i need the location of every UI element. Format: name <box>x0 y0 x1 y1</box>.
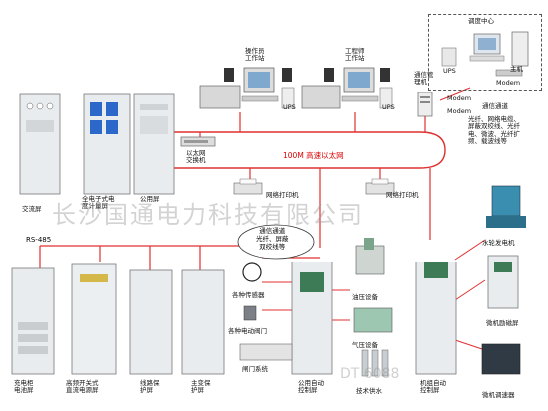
engineer-workstation-label: 工程师 工作站 <box>345 47 365 63</box>
ethernet-backbone-label: 100M 高速以太网 <box>283 151 344 160</box>
dispatch-modem-label: Modem <box>496 79 521 87</box>
engineer-ups-label: UPS <box>382 103 395 111</box>
engineer-workstation <box>301 67 393 109</box>
ethernet-switch-label: 以太网 交换机 <box>186 149 206 165</box>
rs485-label: RS-485 <box>26 236 52 244</box>
operator-workstation-label: 操作员 工作站 <box>245 47 265 63</box>
top-cabinet-3-label: 公用屏 <box>140 195 160 203</box>
bottom-cabinet-5-label: 公用自动 控制屏 <box>298 379 324 395</box>
bottom-cabinet-6-label: 机组自动 控制屏 <box>420 379 446 395</box>
dispatch-ups-label: UPS <box>443 67 456 75</box>
air-device <box>353 307 393 333</box>
channel-note-title: 通信通道 <box>482 102 508 110</box>
modem-label-1: Modem <box>447 94 472 102</box>
comm-manager <box>417 92 433 117</box>
bottom-cabinet-2-label: 高频开关式 直流电源屏 <box>66 379 99 395</box>
operator-ups-label: UPS <box>283 103 296 111</box>
governor-device <box>481 343 521 375</box>
channel-cloud <box>237 224 315 260</box>
top-cabinet-row <box>19 93 175 195</box>
governor-label: 微机调速器 <box>482 391 515 399</box>
sensor-device <box>242 262 262 282</box>
channel-note-body: 光纤、网络电缆、 屏蔽双绞线、光纤 电、微波、光纤扩 频、载波线等 <box>468 115 520 146</box>
valve-label: 各种电动阀门 <box>228 327 267 335</box>
network-printer-2-label: 网络打印机 <box>386 191 419 199</box>
dispatch-equipment <box>441 31 529 77</box>
dispatch-center-title: 调度中心 <box>468 17 494 25</box>
gate-device <box>239 343 293 361</box>
excitation-label: 微机励磁屏 <box>486 319 519 327</box>
excitation-device <box>487 255 519 309</box>
valve-device <box>243 305 257 321</box>
dispatch-center-box <box>428 14 542 91</box>
water-device <box>361 349 389 377</box>
network-printer-1 <box>233 178 263 195</box>
oil-device <box>355 238 385 275</box>
top-cabinet-2-label: 全电子式电 度计量屏 <box>82 195 115 211</box>
turbine-label: 水轮发电机 <box>482 239 515 247</box>
air-label: 气压设备 <box>352 341 378 349</box>
gate-label: 闸门系统 <box>242 365 268 373</box>
ethernet-switch <box>180 136 216 147</box>
modem-label-2: Modem <box>447 107 472 115</box>
channel-cloud-label: 通信通道 光纤、屏蔽 双绞线等 <box>256 227 289 251</box>
water-label: 技术供水 <box>356 387 382 395</box>
sensor-label: 各种传感器 <box>232 291 265 299</box>
bottom-cabinet-1-label: 充电柜 电池屏 <box>14 379 34 395</box>
network-printer-1-label: 网络打印机 <box>266 191 299 199</box>
bottom-cabinet-row <box>11 262 457 375</box>
dispatch-host-label: 主机 <box>510 65 523 73</box>
turbine-device <box>486 185 526 228</box>
company-watermark: 长沙国通电力科技有限公司 <box>52 201 364 229</box>
operator-workstation <box>199 67 295 109</box>
network-printer-2 <box>365 178 395 195</box>
oil-label: 油压设备 <box>352 293 378 301</box>
watermark-small: DT 6088 <box>340 366 400 382</box>
comm-manager-label: 通信管 理机 <box>414 71 434 87</box>
bottom-cabinet-4-label: 主变保 护屏 <box>191 379 211 395</box>
bottom-cabinet-3-label: 线路保 护屏 <box>140 379 160 395</box>
top-cabinet-1-label: 交流屏 <box>22 205 42 213</box>
